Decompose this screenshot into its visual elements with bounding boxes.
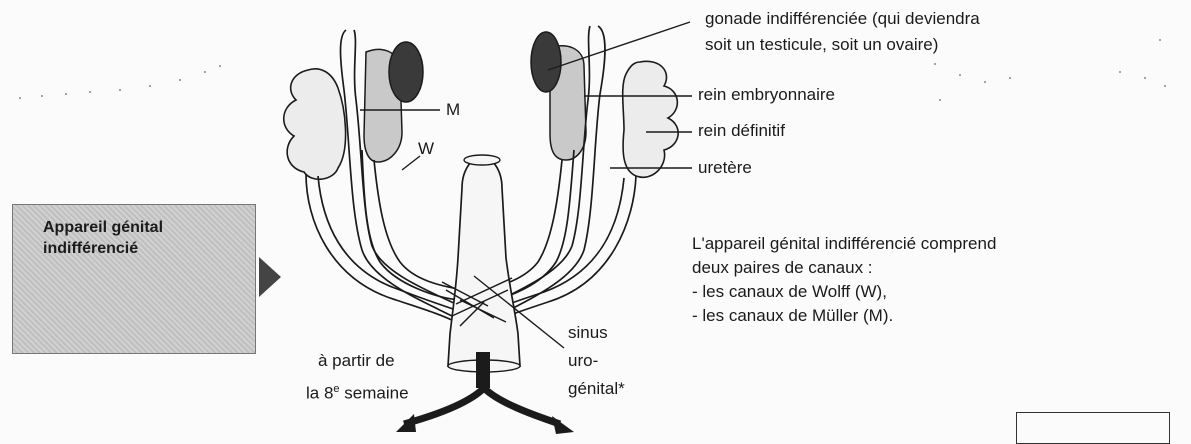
left-wolff-duct — [362, 150, 460, 300]
label-gonad-line2: soit un testicule, soit un ovaire) — [705, 34, 938, 56]
summary-line4: - les canaux de Müller (M). — [692, 304, 996, 328]
label-week-line2: la 8e semaine — [306, 378, 409, 405]
label-mueller-duct: M — [446, 99, 460, 121]
label-gonad-line1: gonade indifférenciée (qui deviendra — [705, 8, 980, 30]
label-sinus-line1: sinus — [568, 322, 608, 344]
urogenital-sinus — [448, 156, 520, 366]
label-sinus-line2: uro- — [568, 350, 598, 372]
box-title: Appareil génital indifférencié — [43, 217, 163, 259]
box-title-line2: indifférencié — [43, 238, 163, 259]
label-week-line1: à partir de — [318, 350, 395, 372]
bifurcation-arrow — [396, 352, 574, 434]
label-definitive-kidney: rein définitif — [698, 120, 785, 142]
left-gonad — [389, 42, 423, 102]
right-gonad — [531, 32, 561, 92]
label-wolff-duct: W — [418, 138, 434, 160]
label-embryonic-kidney: rein embryonnaire — [698, 84, 835, 106]
box-pointer-arrow — [259, 257, 281, 297]
corner-frame — [1016, 412, 1170, 444]
summary-line1: L'appareil génital indifférencié compren… — [692, 232, 996, 256]
label-sinus-line3: génital* — [568, 378, 625, 400]
left-definitive-kidney — [284, 69, 346, 179]
left-ureter — [306, 174, 456, 322]
speckle-noise — [19, 39, 1166, 101]
sinus-top-opening — [464, 155, 500, 165]
label-ureter: uretère — [698, 157, 752, 179]
indifferent-genital-apparatus-box: Appareil génital indifférencié — [12, 204, 256, 354]
summary-line3: - les canaux de Wolff (W), — [692, 280, 996, 304]
summary-line2: deux paires de canaux : — [692, 256, 996, 280]
right-definitive-kidney — [623, 61, 678, 177]
box-title-line1: Appareil génital — [43, 217, 163, 238]
summary-text: L'appareil génital indifférencié compren… — [692, 232, 996, 328]
